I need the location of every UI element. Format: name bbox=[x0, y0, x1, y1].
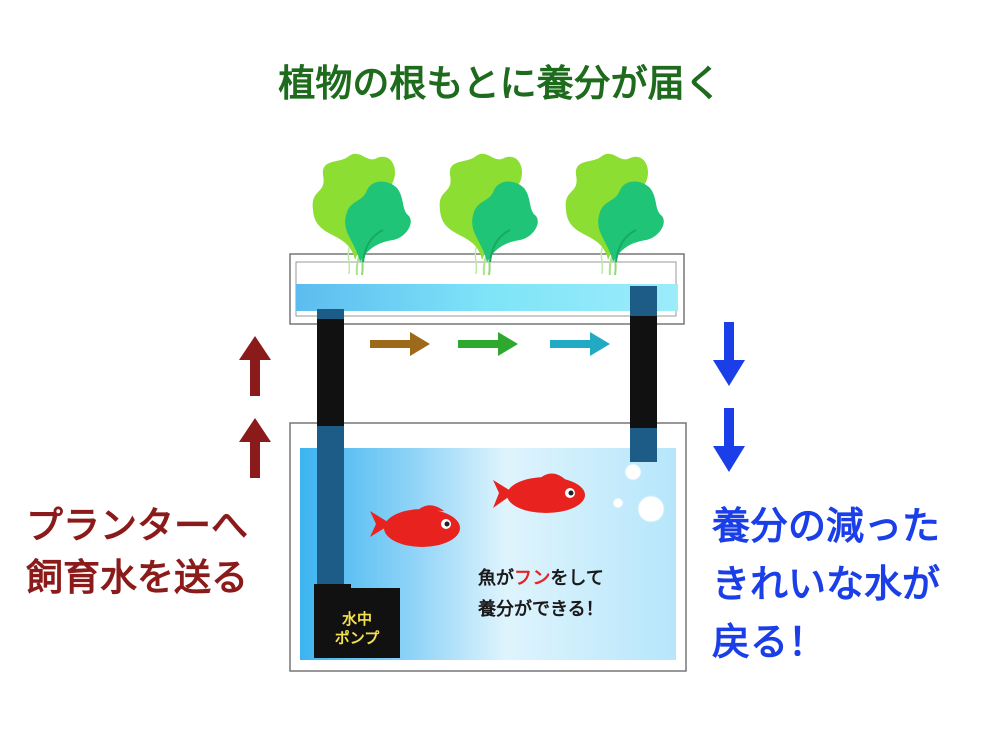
down-arrow-2-icon bbox=[713, 408, 745, 472]
fish-right-icon bbox=[493, 473, 585, 513]
bubble-icon bbox=[637, 495, 665, 523]
up-arrow-2-icon bbox=[239, 418, 271, 478]
flow-arrow-1-icon bbox=[370, 332, 430, 356]
left-caption-line-1: プランターへ bbox=[26, 504, 248, 547]
fish-caption-line-2: 養分ができる！ bbox=[478, 599, 604, 620]
return-pipe-upper bbox=[630, 316, 657, 428]
fish-caption-line-1: 魚がフンをして bbox=[478, 563, 604, 594]
fish-left-icon bbox=[370, 505, 460, 547]
up-arrow-1-icon bbox=[239, 336, 271, 396]
return-pipe-lower bbox=[630, 428, 657, 462]
bubble-icon bbox=[624, 463, 642, 481]
fish-caption-highlight: フン bbox=[514, 568, 551, 589]
down-arrow-1-icon bbox=[713, 322, 745, 386]
left-caption-line-2: 飼育水を送る bbox=[26, 556, 248, 599]
flow-arrow-2-icon bbox=[458, 332, 518, 356]
water-pump bbox=[314, 588, 400, 658]
pump-label-line-2: ポンプ bbox=[334, 629, 380, 647]
fish-caption-suffix: をして bbox=[550, 568, 604, 589]
right-caption-line-3: 戻る！ bbox=[712, 620, 827, 664]
right-caption-line-2: きれいな水が bbox=[712, 562, 941, 606]
supply-pipe-outlet bbox=[317, 309, 344, 319]
planter-water bbox=[296, 284, 678, 311]
fish-caption: 魚がフンをして 養分ができる！ bbox=[478, 563, 604, 625]
right-caption: 養分の減った きれいな水が 戻る！ bbox=[712, 497, 940, 671]
supply-pipe-upper bbox=[317, 309, 344, 426]
pump-label: 水中 ポンプ bbox=[314, 610, 400, 648]
return-pipe-inlet bbox=[630, 286, 657, 316]
diagram-title: 植物の根もとに養分が届く bbox=[278, 62, 722, 105]
fish-caption-prefix: 魚が bbox=[478, 568, 514, 589]
left-caption: プランターへ 飼育水を送る bbox=[26, 500, 248, 604]
water-pump-top bbox=[314, 584, 351, 596]
supply-pipe-lower bbox=[317, 426, 344, 592]
pump-label-line-1: 水中 bbox=[341, 610, 372, 628]
bubble-icon bbox=[612, 497, 624, 509]
right-caption-line-1: 養分の減った bbox=[712, 504, 941, 548]
flow-arrow-3-icon bbox=[550, 332, 610, 356]
